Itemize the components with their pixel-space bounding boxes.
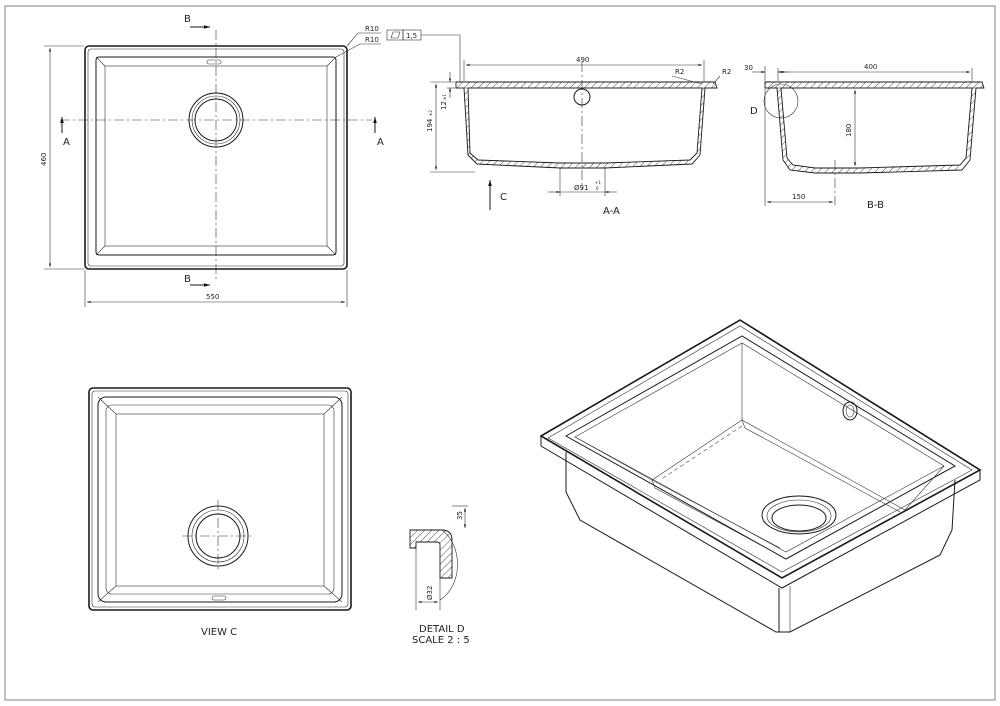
bb-offset-dimension: 150 <box>792 193 805 201</box>
bb-rim-dimension: 30 <box>744 64 753 72</box>
section-aa-profile <box>455 81 718 169</box>
flatness-value: 1,5 <box>406 32 417 40</box>
section-b-label-bottom: B <box>184 274 191 285</box>
radius-outer-label: R10 <box>365 25 379 33</box>
view-c: VIEW C <box>88 387 352 638</box>
detail-d: 35 Ø32 DETAIL D SCALE 2 : 5 <box>409 505 470 646</box>
width-dimension: 550 <box>206 293 219 301</box>
detail-d-marker-label: D <box>750 106 758 117</box>
view-c-outer-edge <box>88 387 352 611</box>
section-a-label-right: A <box>377 137 384 148</box>
iso-overflow-hole <box>842 401 858 421</box>
height-dimension: 460 <box>40 153 48 166</box>
section-bb-title: B-B <box>867 200 884 211</box>
view-c-arrow-label: C <box>500 192 507 203</box>
detail-d-scale: SCALE 2 : 5 <box>412 635 470 646</box>
bb-depth-dimension: 180 <box>845 124 853 137</box>
section-aa-title: A-A <box>603 206 620 217</box>
drawing-frame <box>4 5 996 701</box>
detail-d-marker-circle <box>763 83 799 119</box>
section-bb-profile <box>764 81 985 174</box>
view-c-title: VIEW C <box>201 627 237 638</box>
iso-drain-inner <box>771 504 827 532</box>
section-b-label-top: B <box>184 14 191 25</box>
aa-drain-tol-lower: 0 <box>596 186 599 191</box>
bb-width-dimension: 400 <box>864 63 877 71</box>
aa-radius-right: R2 <box>722 68 731 76</box>
detail-d-title: DETAIL D <box>419 624 465 635</box>
section-a-label-left: A <box>63 137 70 148</box>
flatness-symbol-box <box>386 29 404 41</box>
aa-depth-tolerance: ±2 <box>428 110 433 116</box>
top-view: B B A A 460 550 R10 R10 <box>40 14 384 307</box>
detail-d-thickness-dimension: Ø32 <box>426 586 434 600</box>
aa-rim-dimension: 12 <box>440 101 448 110</box>
iso-drain-outer <box>761 495 837 535</box>
detail-d-height-dimension: 35 <box>456 511 464 520</box>
aa-drain-dimension: Ø91 <box>574 184 588 192</box>
radius-inner-label: R10 <box>365 36 379 44</box>
isometric-view <box>539 319 982 633</box>
aa-rim-tolerance: ±1 <box>442 94 447 100</box>
aa-drain-tol-upper: +1 <box>595 180 601 185</box>
iso-rim-outer <box>539 319 982 579</box>
section-aa: 1,5 490 R2 R2 194 ±2 12 ±1 <box>386 29 731 217</box>
section-bb: D 30 400 180 150 B-B <box>744 63 985 211</box>
aa-radius-left: R2 <box>675 68 684 76</box>
iso-bowl-opening <box>564 335 956 560</box>
aa-width-dimension: 490 <box>576 56 589 64</box>
aa-depth-dimension: 194 <box>426 118 434 132</box>
